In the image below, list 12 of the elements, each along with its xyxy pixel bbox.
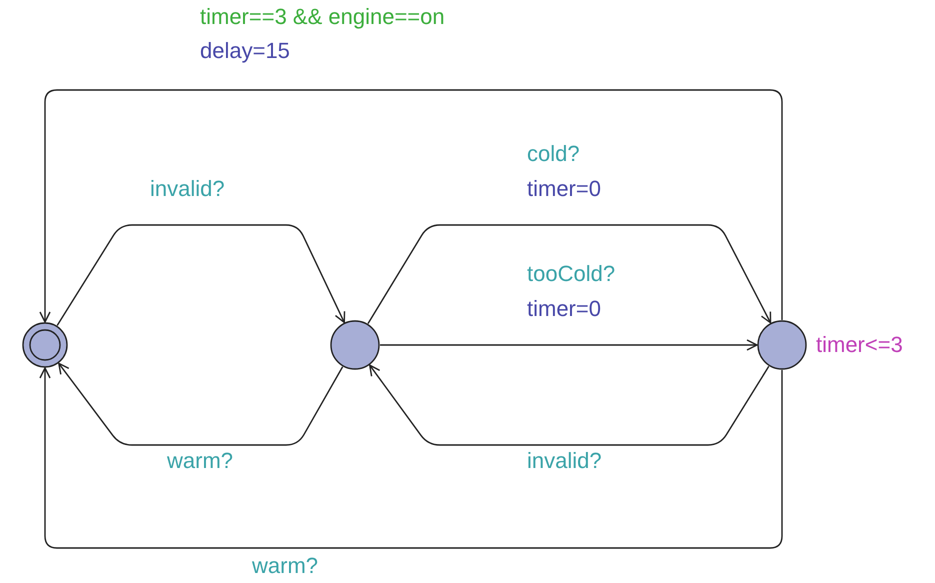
state-circle — [330, 320, 380, 370]
transition-arrow — [39, 367, 783, 549]
initial-state-circle — [22, 322, 68, 368]
state-circle — [757, 320, 807, 370]
transition-arrow — [380, 339, 758, 351]
transition-arrow — [58, 362, 344, 446]
assignment-label: delay=15 — [198, 40, 292, 62]
invariant-label: timer<=3 — [816, 334, 903, 356]
transition-arrow — [56, 224, 346, 326]
transition-arrow — [367, 224, 772, 324]
transition-arrow — [369, 364, 770, 446]
transition-arrow — [39, 89, 783, 323]
